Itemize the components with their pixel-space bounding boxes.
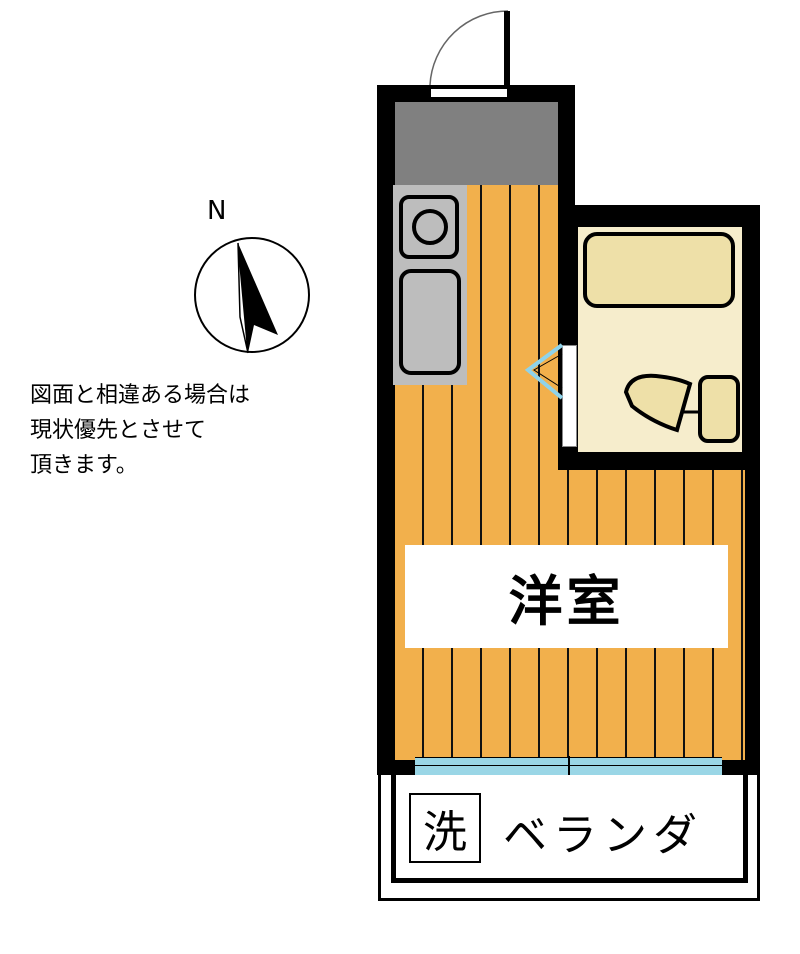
room-label-western: 洋室 (508, 570, 625, 633)
room-label-box: 洋室 (405, 545, 728, 648)
balcony-rail (391, 775, 748, 883)
compass-icon (194, 237, 310, 354)
balcony: 洗 ベランダ (378, 775, 760, 901)
compass-north-label: N (207, 196, 227, 226)
note-line: 現状優先とさせて (30, 418, 207, 443)
balcony-window[interactable] (415, 756, 722, 778)
entrance-door-opening[interactable] (430, 88, 508, 98)
note-line: 図面と相違ある場合は (30, 383, 251, 408)
bathroom (578, 227, 742, 452)
laundry-space-label: 洗 (409, 793, 481, 863)
kitchen-counter (393, 185, 467, 385)
note-line: 頂きます。 (30, 453, 138, 478)
toilet-icon (623, 373, 740, 443)
entrance-door-swing (429, 10, 510, 89)
entrance-genkan (395, 102, 558, 185)
door-swing-mark (524, 343, 564, 400)
disclaimer-note: 図面と相違ある場合は 現状優先とさせて 頂きます。 (30, 378, 250, 483)
burner-icon (412, 209, 448, 245)
stove-burner (399, 195, 459, 259)
bathtub (583, 232, 735, 308)
sink (399, 269, 461, 375)
balcony-label: ベランダ (503, 810, 703, 861)
